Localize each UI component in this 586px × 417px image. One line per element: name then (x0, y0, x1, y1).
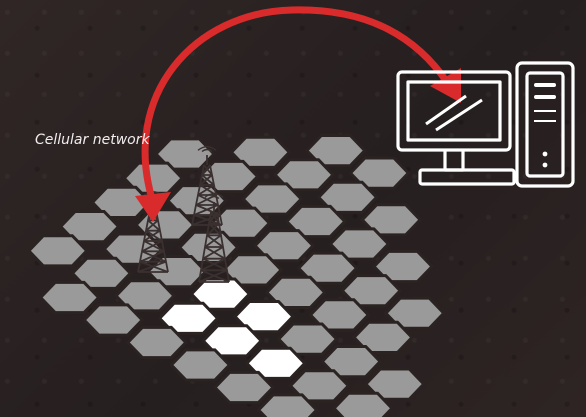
hex-cell (215, 372, 273, 402)
hex-cell (128, 327, 186, 357)
hex-cell (84, 305, 142, 335)
hex-grid (29, 136, 444, 417)
hex-cell (29, 236, 87, 266)
hex-cell (171, 350, 229, 380)
computer-tower-icon (517, 63, 573, 186)
hex-cell (41, 282, 99, 312)
caption-label: Cellular network (35, 132, 150, 148)
computer (398, 63, 573, 186)
